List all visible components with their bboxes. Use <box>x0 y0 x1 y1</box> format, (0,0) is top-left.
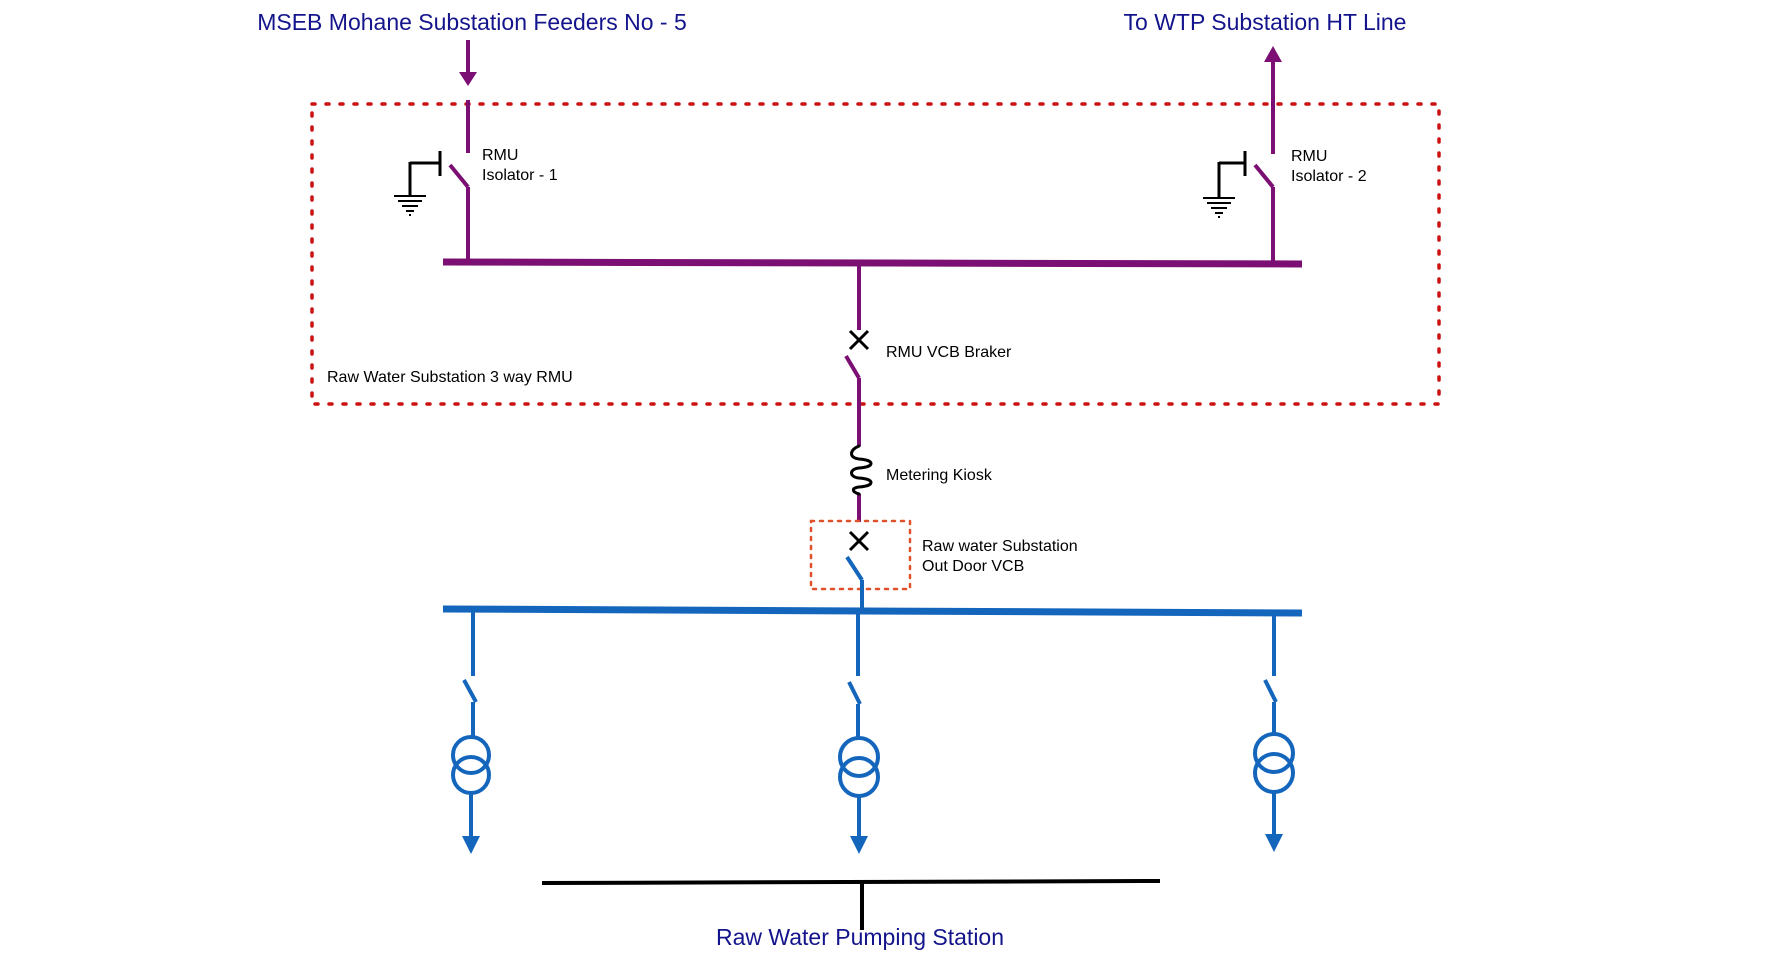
feeder-1 <box>451 612 491 836</box>
outdoor-vcb-label: Raw water Substation Out Door VCB <box>922 538 1082 575</box>
feeder-3-switch-blade <box>1263 679 1278 703</box>
arrow-down-icon <box>459 72 477 86</box>
earth-ground-icon <box>1203 151 1247 218</box>
transformer-icon <box>451 735 491 795</box>
transformer-icon <box>838 736 880 798</box>
feeder-2 <box>838 612 880 836</box>
arrow-down-icon <box>462 836 480 854</box>
rmu-vcb-label: RMU VCB Braker <box>886 344 1012 361</box>
feeder-2-switch-blade <box>847 681 862 705</box>
feeder-1-switch-blade <box>462 679 478 703</box>
metering-label: Metering Kiosk <box>886 467 993 484</box>
pumping-station-bus <box>541 879 1161 930</box>
outdoor-vcb-link <box>845 555 864 610</box>
outgoing-line-title: To WTP Substation HT Line <box>1124 9 1407 35</box>
outgoing-line <box>1253 62 1275 264</box>
isolator-2-label: RMU Isolator - 2 <box>1291 148 1367 185</box>
incoming-feeder-title: MSEB Mohane Substation Feeders No - 5 <box>257 9 687 35</box>
outdoor-vcb-blade <box>845 555 864 582</box>
earth-ground-icon <box>394 151 442 216</box>
rmu-group-label: Raw Water Substation 3 way RMU <box>327 369 573 386</box>
vcb-breaker-icon <box>848 530 870 552</box>
rmu-vcb-blade <box>844 354 861 380</box>
rmu-boundary <box>310 102 1441 406</box>
isolator-1-blade <box>448 163 470 189</box>
isolator-1-label: RMU Isolator - 1 <box>482 147 558 184</box>
vcb-breaker-icon <box>848 329 870 351</box>
ht-downlink <box>844 264 861 522</box>
arrow-down-icon <box>1265 834 1283 852</box>
arrow-down-icon <box>850 836 868 854</box>
lt-busbar <box>442 605 1303 617</box>
arrow-up-icon <box>1264 46 1282 62</box>
metering-coil-icon <box>850 444 873 496</box>
feeder-3 <box>1253 614 1295 834</box>
isolator-2-blade <box>1253 163 1275 189</box>
ht-busbar <box>442 258 1303 268</box>
transformer-icon <box>1253 732 1295 794</box>
